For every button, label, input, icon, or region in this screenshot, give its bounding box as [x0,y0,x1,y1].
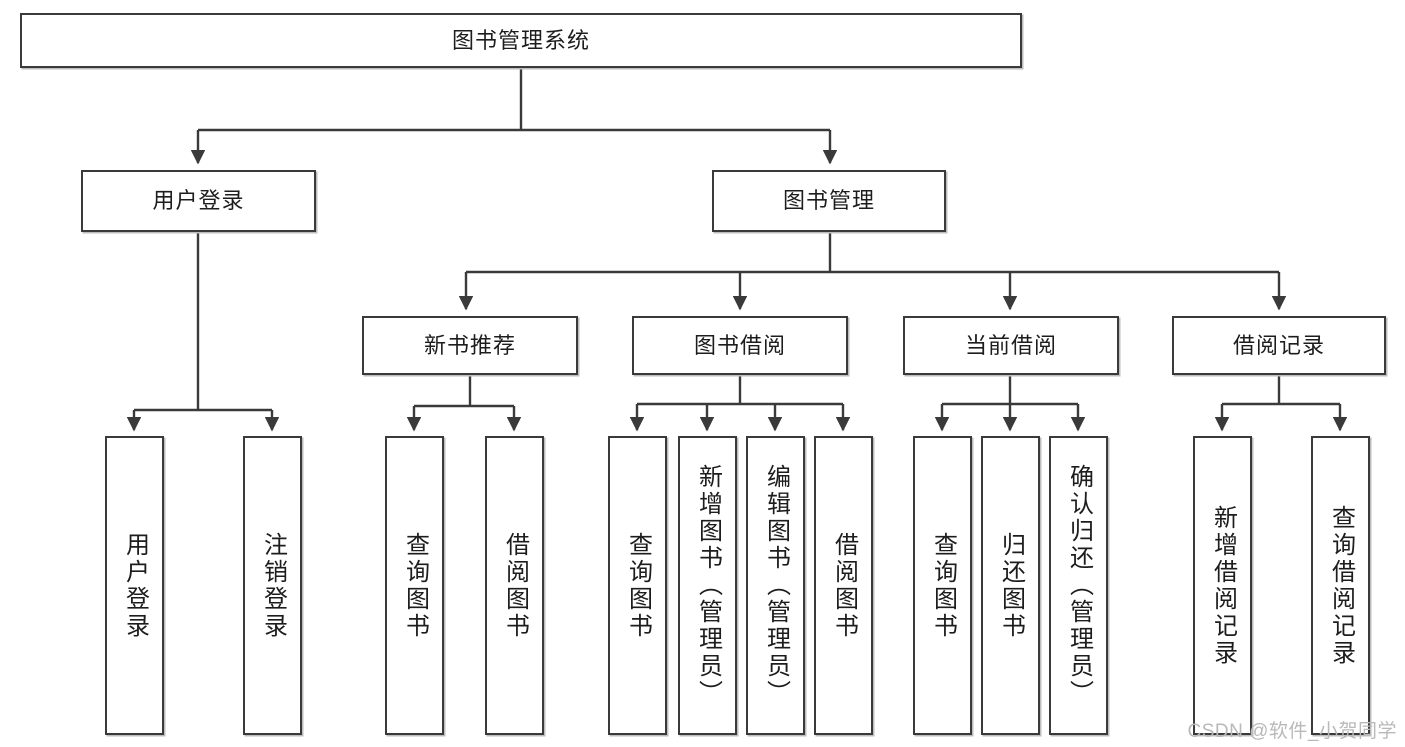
leaf-query-book-current[interactable]: 查询图书 [913,436,972,735]
leaf-return-book[interactable]: 归还图书 [981,436,1040,735]
node-book-management-label: 图书管理 [782,188,875,213]
leaf-user-login[interactable]: 用户登录 [105,436,164,735]
node-new-book-recommend-label: 新书推荐 [423,332,516,358]
node-new-book-recommend[interactable]: 新书推荐 [362,316,578,375]
node-book-borrow-label: 图书借阅 [693,332,786,358]
node-current-borrow[interactable]: 当前借阅 [903,316,1119,375]
node-root-label: 图书管理系统 [451,27,590,53]
node-current-borrow-label: 当前借阅 [964,332,1057,358]
leaf-query-book-current-label: 查询图书 [929,531,957,640]
leaf-add-borrow-record-label: 新增借阅记录 [1209,504,1237,667]
leaf-query-book-recommend[interactable]: 查询图书 [385,436,444,735]
leaf-return-book-label: 归还图书 [997,531,1025,640]
leaf-query-borrow-record-label: 查询借阅记录 [1327,504,1355,667]
leaf-logout-label: 注销登录 [259,531,287,640]
leaf-edit-book-admin[interactable]: 编辑图书（管理员） [746,436,805,735]
node-user-login[interactable]: 用户登录 [81,170,316,232]
leaf-query-book-recommend-label: 查询图书 [401,531,429,640]
leaf-user-login-label: 用户登录 [121,531,149,640]
leaf-borrow-book-label: 借阅图书 [830,531,858,640]
node-user-login-label: 用户登录 [152,188,245,213]
leaf-borrow-book-recommend[interactable]: 借阅图书 [485,436,544,735]
leaf-confirm-return-admin-label: 确认归还（管理员） [1065,464,1093,707]
leaf-add-book-admin-label: 新增图书（管理员） [694,464,722,707]
leaf-logout[interactable]: 注销登录 [243,436,302,735]
leaf-edit-book-admin-label: 编辑图书（管理员） [762,464,790,707]
leaf-query-book-borrow-label: 查询图书 [624,531,652,640]
node-book-management[interactable]: 图书管理 [712,170,946,232]
leaf-query-book-borrow[interactable]: 查询图书 [608,436,667,735]
node-book-borrow[interactable]: 图书借阅 [632,316,848,375]
node-borrow-records[interactable]: 借阅记录 [1172,316,1386,375]
node-root[interactable]: 图书管理系统 [20,13,1022,68]
leaf-borrow-book[interactable]: 借阅图书 [814,436,873,735]
leaf-add-borrow-record[interactable]: 新增借阅记录 [1193,436,1252,735]
leaf-borrow-book-recommend-label: 借阅图书 [501,531,529,640]
leaf-add-book-admin[interactable]: 新增图书（管理员） [678,436,737,735]
leaf-confirm-return-admin[interactable]: 确认归还（管理员） [1049,436,1108,735]
node-borrow-records-label: 借阅记录 [1232,332,1325,358]
leaf-query-borrow-record[interactable]: 查询借阅记录 [1311,436,1370,735]
